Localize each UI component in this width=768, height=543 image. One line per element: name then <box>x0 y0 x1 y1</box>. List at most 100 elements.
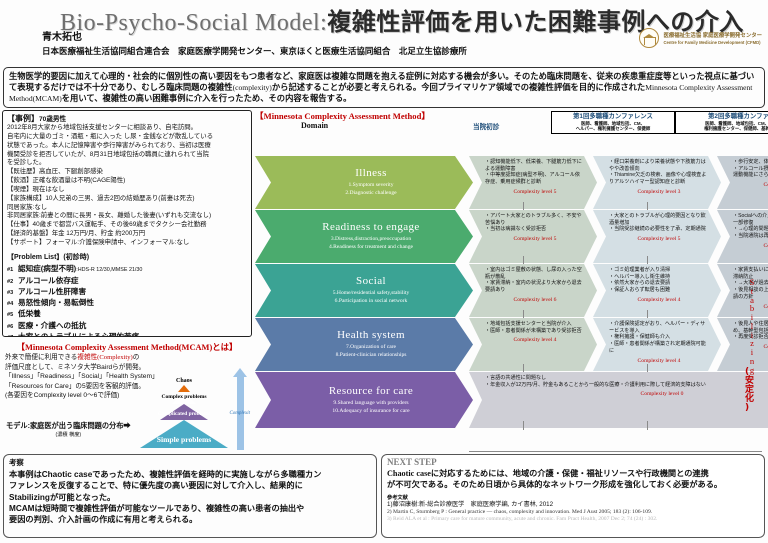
first-visit-label: 当院初診 <box>473 123 500 131</box>
stabilizing-jp-char: 化 <box>744 393 754 404</box>
domain-chevron-resource-for-care[interactable]: Resource for care 9.Shared language with … <box>255 372 473 428</box>
complexity-level-label: Complexity level 5 <box>513 236 557 243</box>
assessment-bullet: 歩行安定、体重増加 <box>733 159 768 166</box>
abstract-line-2a: 症度等といった視点に基づいて表現するだけでは不十分であり、むしろ臨床問題の複雑性 <box>9 71 755 92</box>
case-detail-line: 【飲酒】正確な飲酒量は不明(CAGE陽性) <box>7 177 126 185</box>
case-title: 【事例】70歳男性 <box>7 113 247 124</box>
stabilizing-char: t <box>750 285 754 296</box>
case-detail-line: 【サポート】フォーマル:介護保険申請中、インフォーマル:なし <box>7 238 190 246</box>
abstract-line-2-en: (complexity) <box>232 82 272 92</box>
assessment-bullet: Socialへの介入により、大家との関係性が一部修復 <box>733 213 768 226</box>
assessment-bullet: 家賃支払いに管理会社を仲介させることで滞納防止 <box>733 267 768 280</box>
domain-chevron-social[interactable]: Social 5.Home/residential safety,stabilit… <box>255 264 473 317</box>
assessment-bullet: 室内はゴミ屋敷の状態、し尿の入った空瓶が散乱 <box>485 267 585 280</box>
complexity-level-label: Complexity level 3 <box>637 188 681 195</box>
complexity-level-label: Complexity level 3 <box>763 344 768 351</box>
domain-subitem: 9.Shared language with providers <box>333 399 409 406</box>
assessment-cell: 介護保険認定がおり、ヘルパー・ディサービスを導入権利擁護・保健師も介入医師・患者… <box>593 318 721 371</box>
assessment-bullet: 家賃滞納・室内の状況より大家から退去要請あり <box>485 280 585 293</box>
mcam-domain-row: Readiness to engage 3.Distress,distractio… <box>255 210 768 265</box>
assessment-bullet: 当院受診継続の必要性を了承、定期通院 <box>609 226 709 233</box>
case-detail-line: 【喫煙】現在はなし <box>7 185 65 193</box>
case-detail-line: 【既往歴】高血圧、下腿創部感染 <box>7 168 103 176</box>
domain-subitem: 3.Distress,distraction,preoccupation <box>330 236 412 243</box>
pyramid-label-simple: Simple problems <box>156 434 212 444</box>
assessment-bullet: 再度受診拒否 <box>733 334 768 341</box>
problem-label: 大家とのトラブルによる心理的苦痛 <box>18 331 140 338</box>
complexity-level-label: Complexity level 5 <box>513 188 557 195</box>
mcam-complexity-highlight: 複雑性(Complexity) <box>77 354 133 362</box>
assessment-bullet: 中等度認知症(病型不明)、アルコール依存症、乗用症候群と診断 <box>485 172 585 185</box>
problem-label: 認知症(病型不明) <box>18 264 77 274</box>
pyramid-layer-chaos <box>178 384 190 392</box>
stabilizing-char: i <box>750 329 754 340</box>
complexity-level-label: Complexity level 4 <box>763 242 768 249</box>
assessment-bullet: 後見相談の上、区長申立てによる後見人申請の方針 <box>733 287 768 300</box>
assessment-cell: 歩行安定、体重増加アルコール摂取量減少により、認知機能・運動機能にさらなる改善を… <box>717 156 768 209</box>
pyramid-layer-complex <box>172 391 196 404</box>
assessment-bullet: 年金収入が12万円/月、貯金もあることから一般的な医療・介護利用に際して経済的支… <box>485 382 768 389</box>
conference-2-members-line2: 権利擁護センター、保健師、基幹型地域包括 <box>704 126 768 132</box>
discussion-box: 考察 本事例はChaotic caseであったため、複雑性評価を経時的に実施しな… <box>3 453 377 538</box>
timeline-tick <box>523 309 524 319</box>
author-name: 青木拓也 <box>42 32 82 43</box>
domain-subitem: 7.Organization of care <box>345 344 397 351</box>
conference-2-box: 第2回多職種カンファレンス 医師、看護師、地域包括、CM、ヘルパー、 権利擁護セ… <box>675 110 768 134</box>
assessment-bullet: 介護保険認定がおり、ヘルパー・ディサービスを導入 <box>609 321 709 334</box>
references-heading: 参考文献 <box>387 494 408 501</box>
assessment-bullet: 当院通院は再度自己中断 <box>733 233 768 240</box>
domain-subitem: 5.Home/residential safety,stability <box>332 290 410 297</box>
case-detail-line: 非同居家族:前妻との間に長男・長女、離婚した後妻(いずれも交流なし) <box>7 212 212 220</box>
abstract-line-2b: から記述することが必要と考えられる。今回プライマリケア領域での複雑 <box>271 81 546 92</box>
timeline-tick <box>523 201 524 211</box>
poster-footer: 考察 本事例はChaotic caseであったため、複雑性評価を経時的に実施しな… <box>0 452 768 538</box>
problem-list-item: #4 易怒性傾向・易転倒性 <box>7 297 247 308</box>
problem-label: 医療・介護への抵抗 <box>18 320 87 330</box>
stabilizing-jp-char: ) <box>744 402 750 413</box>
problem-number: #5 <box>7 312 14 319</box>
stabilizing-char: i <box>750 347 754 358</box>
mcam-chart-title: 【Minnesota Complexity Assessment Method】 <box>255 110 430 121</box>
poster-body: 【事例】70歳男性 2012年8月大家から地域包括支援センターに相談あり、自宅訪… <box>0 109 768 452</box>
case-detail-line: 【家族構成】10人兄弟の三男、過去2回の結婚歴あり(前妻は死去) <box>7 194 195 202</box>
conference-2-members-line1: 医師、看護師、地域包括、CM、ヘルパー、 <box>705 120 768 126</box>
abstract-line-3b: を用いて、複雑性の高い困難事例に介入を行ったため、その内容を報告する。 <box>61 92 352 103</box>
case-detail-line: 状態であった。本人に記憶障害や歩行障害がみられており、当初は医療 <box>7 141 211 149</box>
assessment-bullet: 権利擁護・保健師も介入 <box>609 334 709 341</box>
assessment-bullet: 後見人や住居問題等の方針を協議するため、基幹型包括支援センターも介入 <box>733 321 768 334</box>
domain-chevron-readiness-to-engage[interactable]: Readiness to engage 3.Distress,distractio… <box>255 210 473 263</box>
discussion-line-1: 本事例はChaotic caseであったため、複雑性評価を経時的に実施しながら多… <box>9 469 322 479</box>
page-title: Bio-Psycho-Social Model:複雑性評価を用いた困難事例への介… <box>60 2 744 37</box>
poster-header: Bio-Psycho-Social Model:複雑性評価を用いた困難事例への介… <box>0 0 768 66</box>
problem-number: #6 <box>7 323 14 330</box>
mcam-explain-line-2: 評価尺度として、ミネソタ大学Bairdらが開発。 <box>5 363 146 371</box>
domain-name: Readiness to engage <box>322 221 420 234</box>
problem-number: #4 <box>7 301 14 308</box>
mcam-explain-line-3: 「Illness」「Readiness」「Social」「Health Syst… <box>5 373 159 381</box>
title-separator: : <box>320 10 328 36</box>
assessment-cell: 室内はゴミ屋敷の状態、し尿の入った空瓶が散乱家賃滞納・室内の状況より大家から退去… <box>469 264 597 317</box>
assessment-bullet: 大家とのトラブルが心理的要因となり飲酒量増加 <box>609 213 709 226</box>
pyramid-label-chaos: Chaos <box>175 377 192 384</box>
problem-label: 易怒性傾向・易転倒性 <box>18 298 94 308</box>
logo-text-japanese: 医療福祉生活協 家庭医療学開発センター <box>663 33 762 39</box>
assessment-bullet: 当初は病識なく受診拒否 <box>485 226 585 233</box>
problem-number: #7 <box>7 334 18 336</box>
mcam-domain-row: Resource for care 9.Shared language with … <box>255 372 768 430</box>
case-detail-line: を受診した。 <box>7 159 46 167</box>
timeline-tick <box>647 201 648 211</box>
domain-subitem: 6.Participation in social network <box>334 298 408 305</box>
mcam-line1-a: 外来で簡便に利用できる <box>5 354 78 362</box>
domain-name: Resource for care <box>328 384 414 397</box>
domain-name: Social <box>356 275 386 288</box>
